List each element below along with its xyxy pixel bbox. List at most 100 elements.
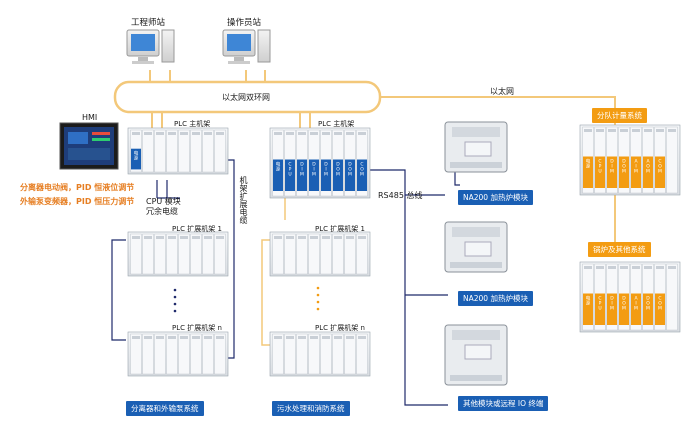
slot-indicator xyxy=(192,236,200,239)
module-tag xyxy=(273,159,283,191)
rack-slot xyxy=(142,333,154,375)
slot-indicator xyxy=(358,336,366,339)
sewage-system-tag: 污水处理和消防系统 xyxy=(272,401,350,416)
slot-indicator xyxy=(180,132,188,135)
module-tag xyxy=(655,156,665,188)
slot-indicator xyxy=(132,236,140,239)
rack-slot xyxy=(166,129,178,173)
rack-slot xyxy=(320,233,332,275)
slot-indicator xyxy=(322,236,330,239)
module-tag xyxy=(595,293,605,325)
metering-system-tag: 分队计量系统 xyxy=(592,108,647,123)
slot-indicator xyxy=(346,236,354,239)
slot-indicator xyxy=(584,266,592,269)
rack-slot xyxy=(166,233,178,275)
module-tag-label: 电源 xyxy=(586,158,591,170)
slot-indicator xyxy=(632,266,640,269)
slot-indicator xyxy=(144,336,152,339)
plc-main-rack-2-label: PLC 主机架 xyxy=(318,120,355,128)
ethernet-line xyxy=(380,96,616,118)
operator-workstation-icon xyxy=(222,29,271,64)
module-tag xyxy=(643,156,653,188)
ring-network-label: 以太网双环网 xyxy=(222,93,270,102)
module-tag xyxy=(619,293,629,325)
rack-slot xyxy=(332,333,344,375)
slot-indicator xyxy=(334,236,342,239)
rack-slot xyxy=(332,233,344,275)
module-tag xyxy=(309,159,319,191)
rack-slot xyxy=(214,129,226,173)
rack-slot xyxy=(154,333,166,375)
plc-exp-rack-n-mid-label: PLC 扩展机架 n xyxy=(315,324,365,332)
hmi-panel-icon xyxy=(59,122,119,170)
slot-indicator xyxy=(216,132,224,135)
module-tag xyxy=(297,159,307,191)
slot-indicator xyxy=(584,129,592,132)
module-tag xyxy=(643,293,653,325)
slot-indicator xyxy=(216,336,224,339)
slot-indicator xyxy=(274,132,282,135)
slot-indicator xyxy=(298,132,306,135)
ws2-link xyxy=(245,70,266,82)
rack-slot xyxy=(190,333,202,375)
module-tag xyxy=(607,293,617,325)
rack-slot xyxy=(154,129,166,173)
rack-slot xyxy=(344,233,356,275)
plc-exp-rack-n-left-label: PLC 扩展机架 n xyxy=(172,324,222,332)
rack-slot xyxy=(308,333,320,375)
rack-slot xyxy=(202,233,214,275)
slot-indicator xyxy=(310,236,318,239)
slot-indicator xyxy=(192,336,200,339)
separator-valve-note: 分离器电动阀，PID 恒液位调节 xyxy=(20,183,135,192)
cpu-redundant-label: CPU 模块 冗余电缆 xyxy=(146,197,181,216)
slot-indicator xyxy=(274,236,282,239)
slot-indicator xyxy=(144,236,152,239)
slot-indicator xyxy=(620,129,628,132)
slot-indicator xyxy=(156,236,164,239)
module-tag xyxy=(345,159,355,191)
other-io-module xyxy=(444,324,508,386)
slot-indicator xyxy=(180,336,188,339)
plc-main-rack-1: 电源 xyxy=(127,127,229,175)
slot-indicator xyxy=(216,236,224,239)
rack-slot xyxy=(296,233,308,275)
rack-slot xyxy=(308,233,320,275)
slot-indicator xyxy=(168,132,176,135)
slot-indicator xyxy=(180,236,188,239)
slot-indicator xyxy=(358,132,366,135)
module-tag xyxy=(131,148,141,170)
slot-indicator xyxy=(310,336,318,339)
slot-indicator xyxy=(346,336,354,339)
slot-indicator xyxy=(286,236,294,239)
rack-slot xyxy=(356,233,368,275)
rack-slot xyxy=(320,333,332,375)
module-tag-label: 电源 xyxy=(134,150,139,162)
slot-indicator xyxy=(274,336,282,339)
module-tag xyxy=(357,159,367,191)
rack-slot xyxy=(190,233,202,275)
operator-station-label: 操作员站 xyxy=(227,18,262,28)
slot-indicator xyxy=(322,336,330,339)
slot-indicator xyxy=(192,132,200,135)
rack-slot xyxy=(190,129,202,173)
ring-to-main2 xyxy=(299,112,311,128)
plc-exp-rack-n-left xyxy=(127,331,229,377)
rack-slot xyxy=(214,233,226,275)
slot-indicator xyxy=(286,132,294,135)
boiler-system-tag: 锅炉及其他系统 xyxy=(588,242,651,257)
rack-slot xyxy=(272,333,284,375)
na200-tag-2: NA200 加热炉模块 xyxy=(458,291,533,306)
slot-indicator xyxy=(204,132,212,135)
